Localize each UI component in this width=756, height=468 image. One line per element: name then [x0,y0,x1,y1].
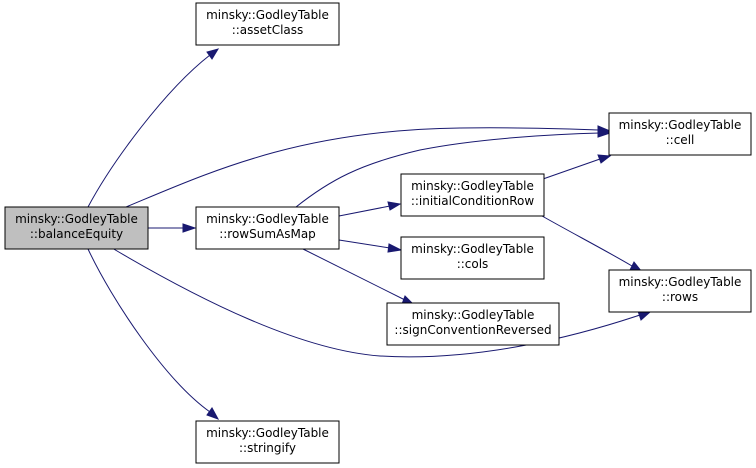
node-rowSumAsMap[interactable]: minsky::GodleyTable ::rowSumAsMap [195,206,340,250]
edge-rowSumAsMap-cell [295,128,612,208]
edge-rowSumAsMap-cols [338,239,403,253]
edge-initialConditionRow-cell [542,154,612,180]
node-rows-line2: ::rows [662,290,698,304]
node-initialConditionRow-line1: minsky::GodleyTable [411,179,534,193]
node-cell[interactable]: minsky::GodleyTable ::cell [608,112,752,156]
node-stringify-line1: minsky::GodleyTable [206,426,329,440]
node-stringify[interactable]: minsky::GodleyTable ::stringify [195,420,340,464]
node-assetClass-line2: ::assetClass [232,23,304,37]
node-signConventionReversed-line1: minsky::GodleyTable [412,308,535,322]
node-assetClass-line1: minsky::GodleyTable [206,8,329,22]
node-stringify-line2: ::stringify [239,441,296,455]
node-balanceEquity-line2: ::balanceEquity [30,227,123,241]
node-cols-line1: minsky::GodleyTable [411,242,534,256]
node-balanceEquity-line1: minsky::GodleyTable [15,212,138,226]
node-cols-line2: ::cols [457,257,489,271]
node-rows-line1: minsky::GodleyTable [619,275,742,289]
node-initialConditionRow-line2: ::initialConditionRow [411,194,534,208]
node-rowSumAsMap-line1: minsky::GodleyTable [206,212,329,226]
node-cols[interactable]: minsky::GodleyTable ::cols [400,236,545,280]
edge-balanceEquity-assetClass [87,48,220,208]
edge-balanceEquity-rowSumAsMap [148,223,197,233]
node-cell-line1: minsky::GodleyTable [619,118,742,132]
edge-rowSumAsMap-signConventionReversed [302,248,416,306]
edge-initialConditionRow-rows [534,211,644,273]
edge-balanceEquity-stringify [87,248,220,420]
node-assetClass[interactable]: minsky::GodleyTable ::assetClass [195,2,340,46]
node-signConventionReversed-line2: ::signConventionReversed [394,323,551,337]
node-balanceEquity[interactable]: minsky::GodleyTable ::balanceEquity [4,206,149,250]
node-rows[interactable]: minsky::GodleyTable ::rows [608,269,752,313]
edge-rowSumAsMap-initialConditionRow [338,201,402,217]
node-cell-line2: ::cell [666,133,695,147]
edge-balanceEquity-rows [111,247,652,358]
node-initialConditionRow[interactable]: minsky::GodleyTable ::initialConditionRo… [400,173,545,217]
node-signConventionReversed[interactable]: minsky::GodleyTable ::signConventionReve… [386,302,560,346]
node-rowSumAsMap-line2: ::rowSumAsMap [219,227,316,241]
